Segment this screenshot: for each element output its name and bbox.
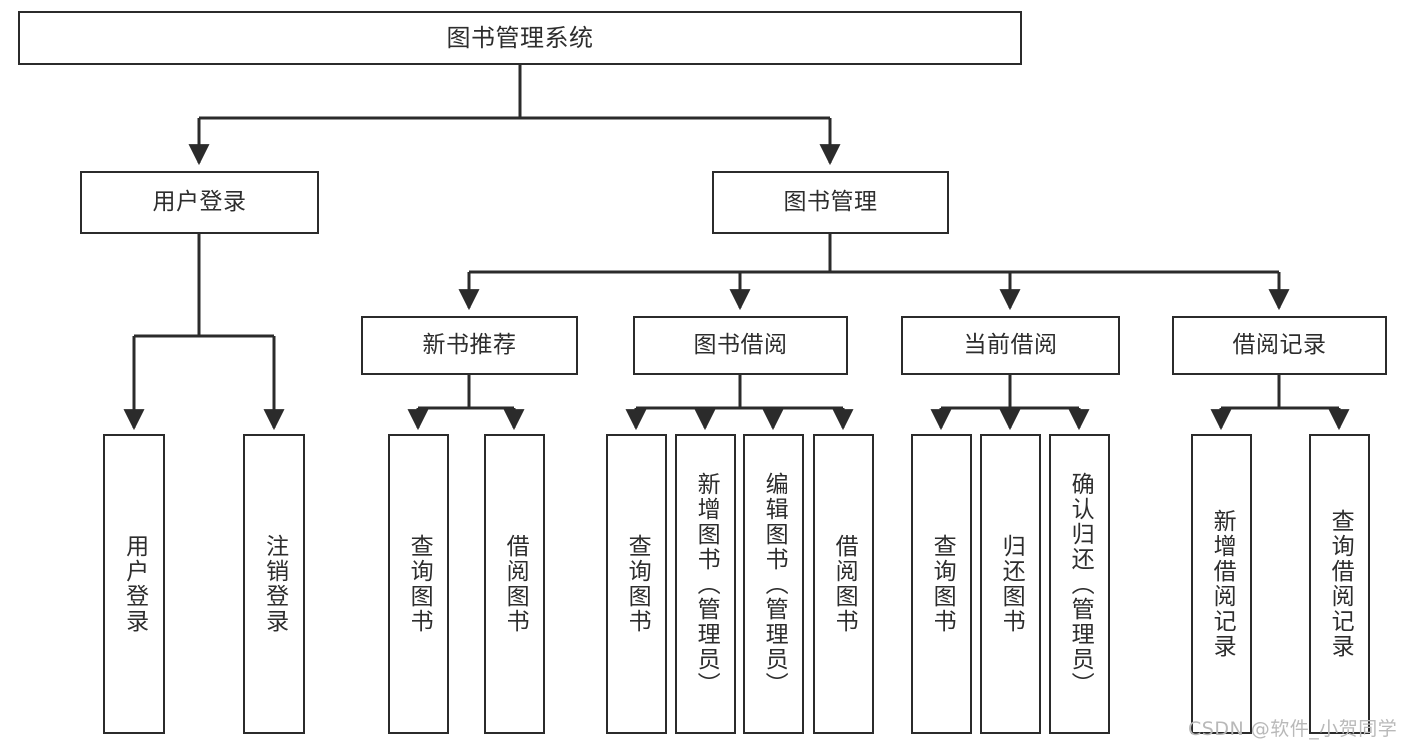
node-label: 编辑图书（管理员） bbox=[761, 471, 788, 697]
node-label: 归还图书 bbox=[998, 534, 1025, 634]
node-label: 图书管理 bbox=[783, 188, 878, 215]
node-root-system[interactable]: 图书管理系统 bbox=[18, 11, 1022, 65]
node-leaf-return-book[interactable]: 归还图书 bbox=[980, 434, 1041, 734]
node-new-book-recommend[interactable]: 新书推荐 bbox=[361, 316, 578, 375]
node-label: 用户登录 bbox=[121, 534, 148, 634]
node-label: 借阅图书 bbox=[831, 534, 858, 634]
node-book-borrow[interactable]: 图书借阅 bbox=[633, 316, 848, 375]
node-leaf-borrow-book-1[interactable]: 借阅图书 bbox=[484, 434, 545, 734]
node-leaf-edit-book[interactable]: 编辑图书（管理员） bbox=[743, 434, 804, 734]
node-borrow-record[interactable]: 借阅记录 bbox=[1172, 316, 1387, 375]
node-user-login[interactable]: 用户登录 bbox=[80, 171, 319, 234]
node-leaf-query-book-1[interactable]: 查询图书 bbox=[388, 434, 449, 734]
node-label: 当前借阅 bbox=[963, 331, 1058, 358]
node-leaf-query-record[interactable]: 查询借阅记录 bbox=[1309, 434, 1370, 734]
node-leaf-user-login[interactable]: 用户登录 bbox=[103, 434, 165, 734]
node-leaf-logout[interactable]: 注销登录 bbox=[243, 434, 305, 734]
node-label: 图书管理系统 bbox=[446, 23, 594, 52]
node-label: 新书推荐 bbox=[422, 331, 517, 358]
node-leaf-borrow-book-2[interactable]: 借阅图书 bbox=[813, 434, 874, 734]
node-book-management[interactable]: 图书管理 bbox=[712, 171, 949, 234]
node-label: 借阅图书 bbox=[502, 534, 529, 634]
node-leaf-query-book-3[interactable]: 查询图书 bbox=[911, 434, 972, 734]
node-label: 用户登录 bbox=[152, 188, 247, 215]
node-leaf-add-book[interactable]: 新增图书（管理员） bbox=[675, 434, 736, 734]
node-label: 图书借阅 bbox=[693, 331, 788, 358]
watermark-text: CSDN @软件_小贺同学 bbox=[1188, 718, 1398, 740]
node-label: 查询图书 bbox=[624, 534, 651, 634]
node-label: 查询图书 bbox=[929, 534, 956, 634]
node-label: 注销登录 bbox=[261, 534, 288, 634]
node-leaf-query-book-2[interactable]: 查询图书 bbox=[606, 434, 667, 734]
node-leaf-confirm-return[interactable]: 确认归还（管理员） bbox=[1049, 434, 1110, 734]
node-label: 查询借阅记录 bbox=[1327, 509, 1354, 659]
node-leaf-add-record[interactable]: 新增借阅记录 bbox=[1191, 434, 1252, 734]
node-label: 新增借阅记录 bbox=[1209, 509, 1236, 659]
node-label: 查询图书 bbox=[406, 534, 433, 634]
node-current-borrow[interactable]: 当前借阅 bbox=[901, 316, 1120, 375]
node-label: 新增图书（管理员） bbox=[693, 471, 720, 697]
node-label: 确认归还（管理员） bbox=[1067, 471, 1094, 697]
node-label: 借阅记录 bbox=[1232, 331, 1327, 358]
